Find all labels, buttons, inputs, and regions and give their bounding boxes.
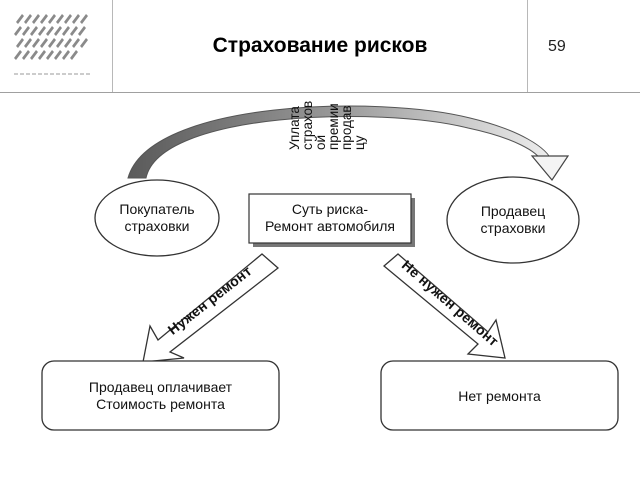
seller-ellipse xyxy=(446,176,580,264)
left-arrow xyxy=(142,253,280,363)
header-divider-right xyxy=(527,0,528,92)
buyer-ellipse xyxy=(94,179,220,257)
payment-arc-arrow xyxy=(127,105,570,182)
page-title: Страхование рисков xyxy=(212,34,428,57)
seller-label: Продавец страховки xyxy=(480,203,546,236)
right-outcome-label: Нет ремонта xyxy=(458,388,541,404)
page-number: 59 xyxy=(548,38,566,55)
center-label: Суть риска- Ремонт автомобиля xyxy=(265,201,395,234)
logo-icon xyxy=(10,10,96,82)
slide-header: Страхование рисков 59 xyxy=(0,0,640,92)
right-arrow xyxy=(382,253,506,359)
right-outcome-box xyxy=(380,360,619,431)
buyer-label: Покупатель страховки xyxy=(119,201,195,234)
header-rule xyxy=(0,92,640,93)
left-outcome-box xyxy=(41,360,280,431)
header-divider-left xyxy=(112,0,113,92)
center-box xyxy=(248,193,415,247)
left-outcome-label: Продавец оплачивает Стоимость ремонта xyxy=(88,379,233,412)
arc-label: Уплата страхов ой премии продав цу xyxy=(287,100,367,150)
